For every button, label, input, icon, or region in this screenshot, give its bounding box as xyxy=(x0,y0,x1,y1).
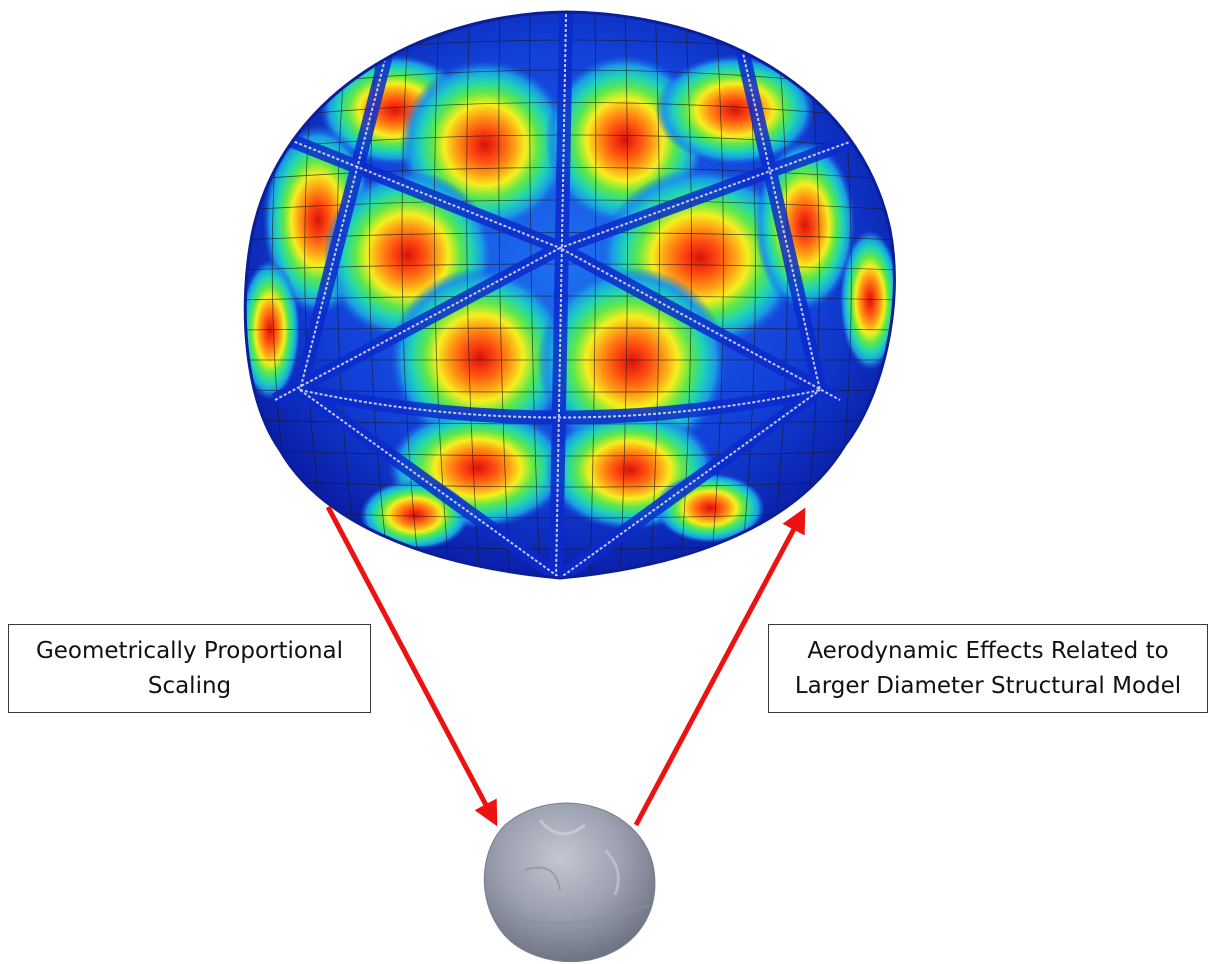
large-structural-model xyxy=(243,10,896,580)
aerodynamic-effects-label: Aerodynamic Effects Related to Larger Di… xyxy=(768,624,1208,713)
arrow-down-left-to-small xyxy=(325,505,498,827)
small-scale-model xyxy=(483,802,656,963)
arrow-up-right-to-large xyxy=(633,507,806,827)
geometric-scaling-label: Geometrically Proportional Scaling xyxy=(8,624,371,713)
